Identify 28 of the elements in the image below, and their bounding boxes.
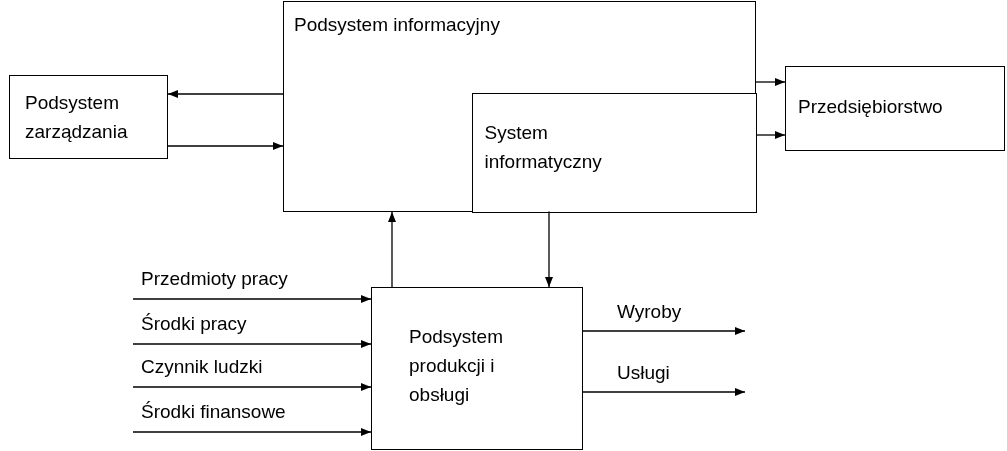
arrow [582,388,746,396]
arrow [132,295,372,303]
arrow [132,340,372,348]
edge-label: Środki pracy [141,312,247,336]
arrow [167,142,284,150]
edge-label: Przedmioty pracy [141,267,288,291]
arrow [755,78,786,86]
box-label: System informatyczny [484,120,603,174]
process-box [9,75,168,159]
arrow [582,327,746,335]
process-box [283,1,756,212]
arrow [132,428,372,436]
arrow [132,383,372,391]
arrow [167,90,284,98]
arrow [388,211,396,288]
process-box [785,66,1005,151]
process-box [471,92,757,213]
box-label: Podsystem informacyjny [294,13,501,37]
arrow [755,131,786,139]
arrow [545,210,553,288]
edge-label: Środki finansowe [141,400,286,424]
edge-label: Czynnik ludzki [141,355,263,379]
edge-label: Wyroby [617,300,682,324]
box-label: Podsystem produkcji i obsługi [409,325,504,407]
box-label: Podsystem zarządzania [25,91,129,144]
edge-label: Usługi [617,361,670,385]
box-label: Przedsiębiorstwo [798,95,944,119]
process-box [371,287,583,450]
